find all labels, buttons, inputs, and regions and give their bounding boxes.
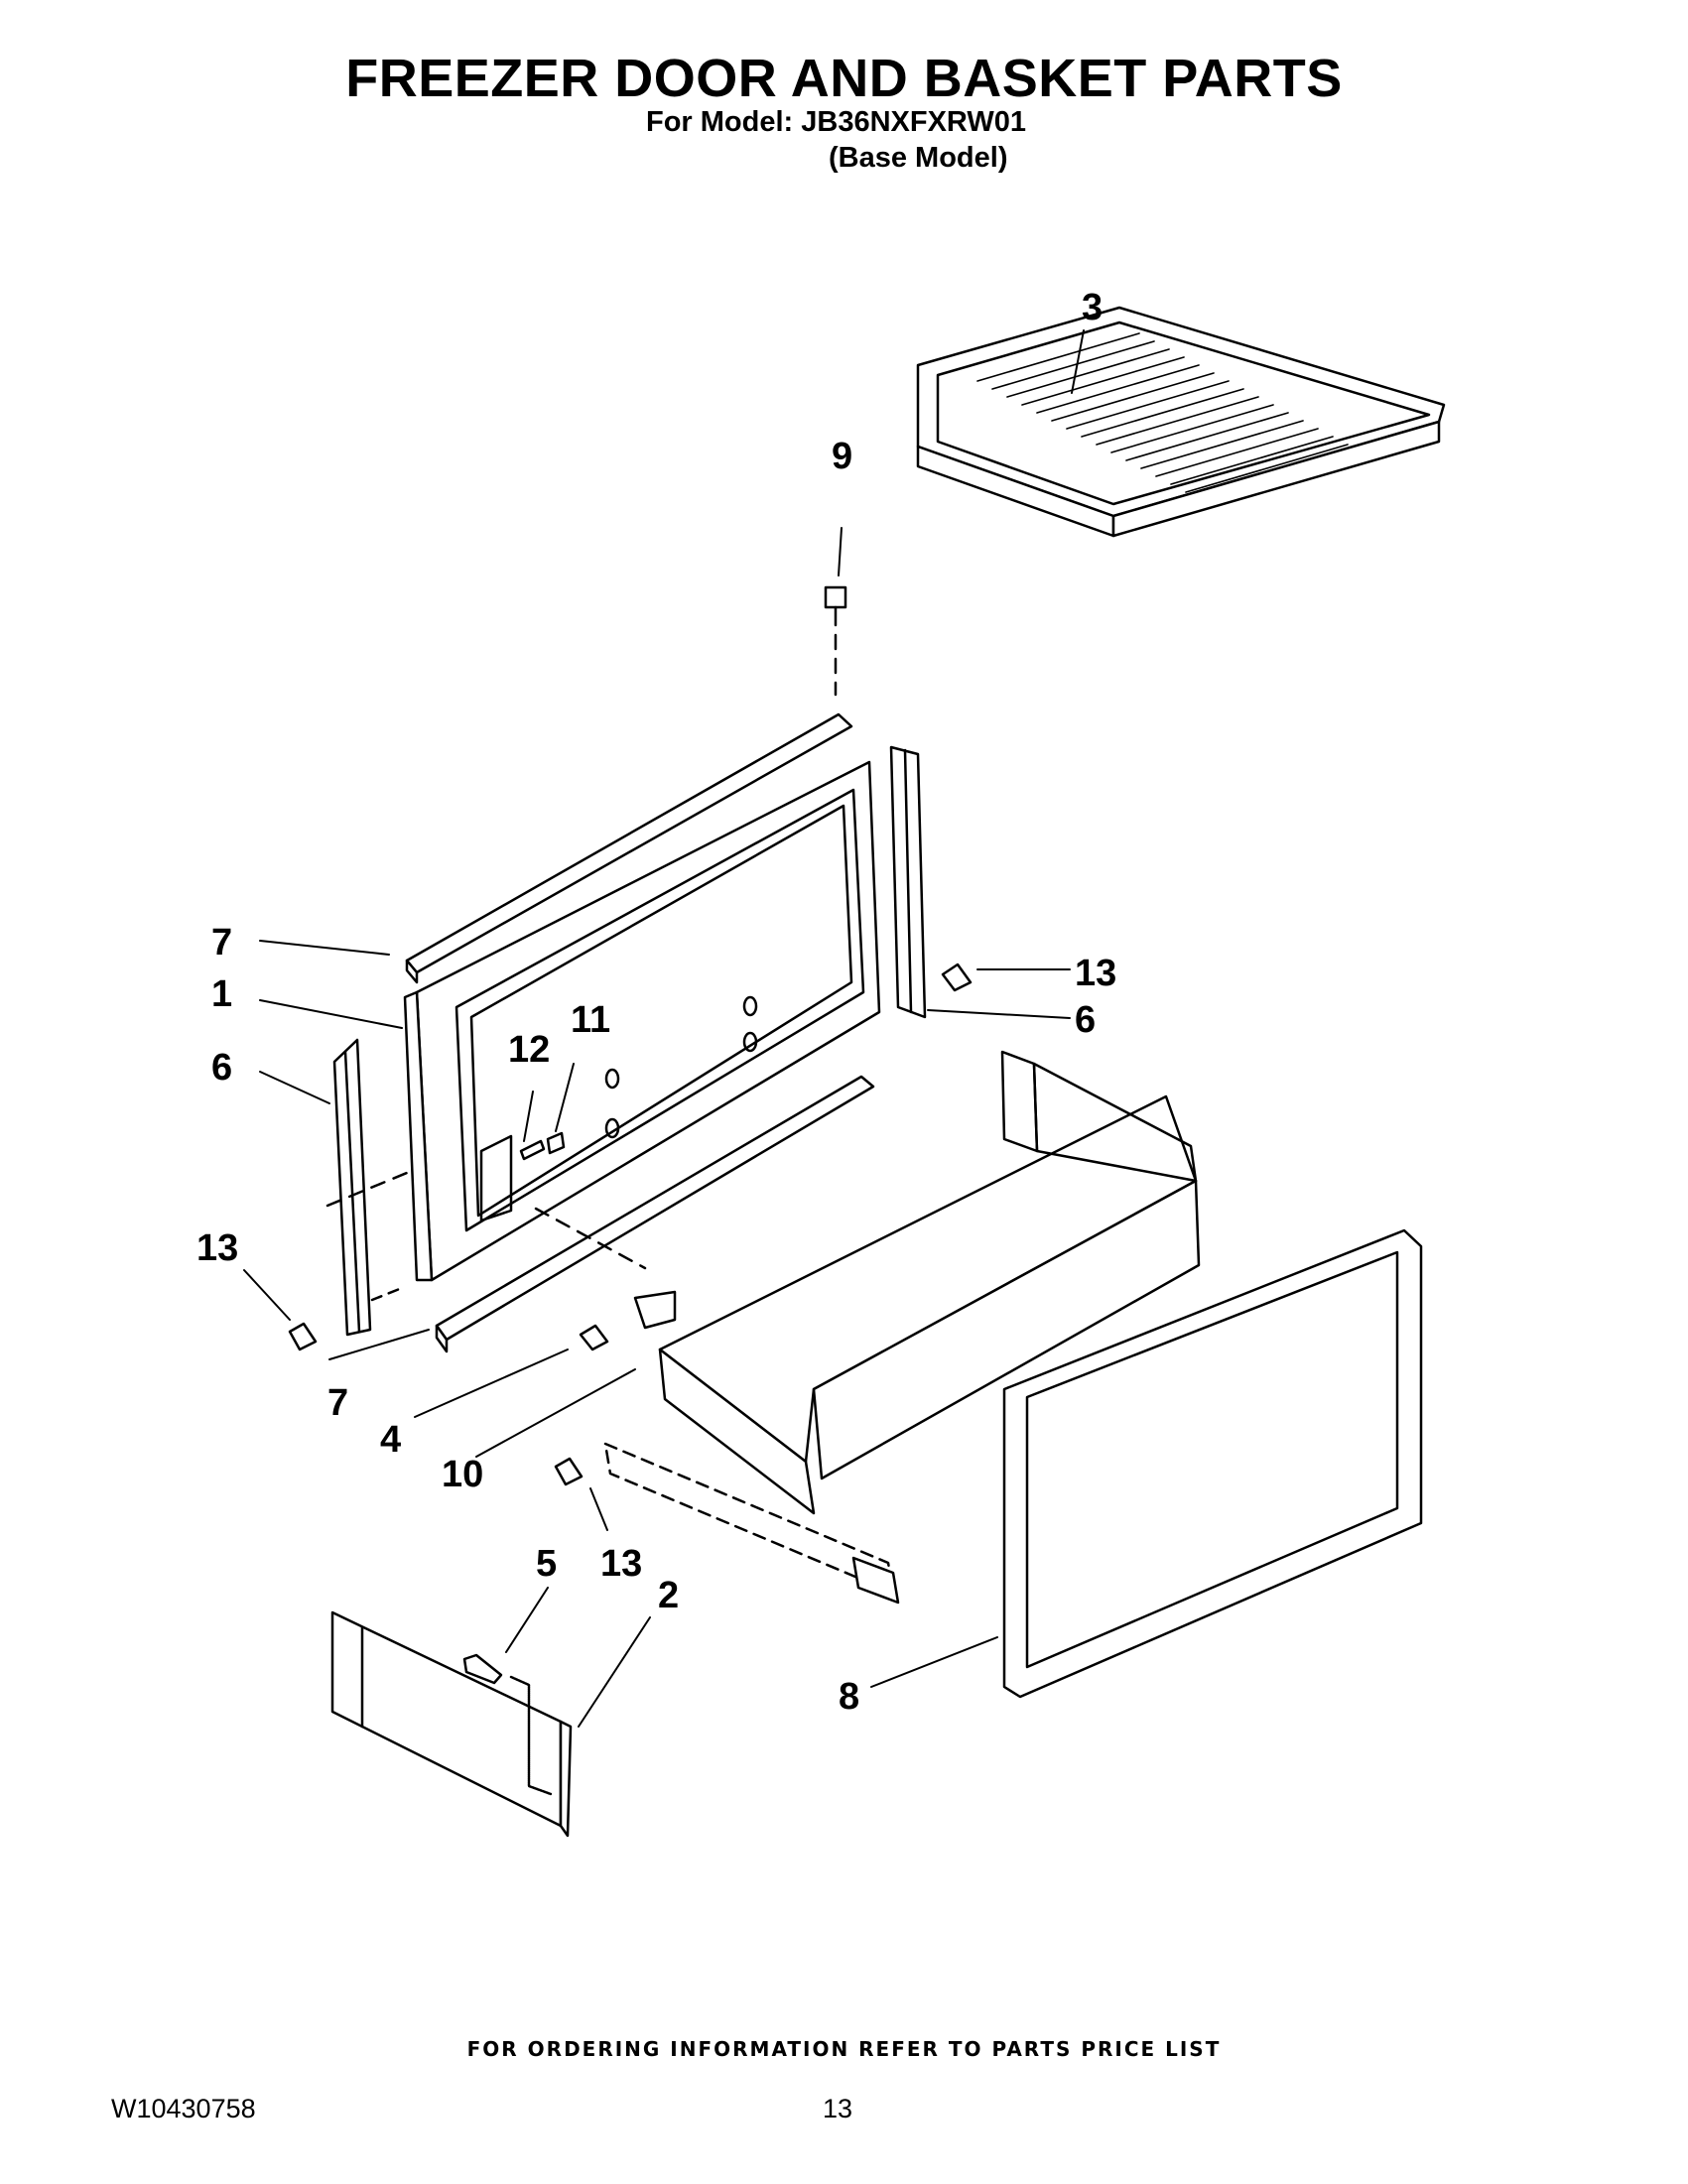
page-title: FREEZER DOOR AND BASKET PARTS	[345, 49, 1343, 108]
callout-7-top: 7	[211, 922, 232, 964]
callout-1: 1	[211, 973, 232, 1015]
door-trim-bottom	[435, 1075, 875, 1353]
screw-part-9	[824, 585, 847, 697]
callout-2: 2	[658, 1575, 679, 1616]
callout-10: 10	[442, 1454, 483, 1495]
model-line: For Model: JB36NXFXRW01	[646, 106, 1026, 138]
callout-13-left: 13	[196, 1227, 238, 1269]
screw-part-5	[462, 1653, 503, 1685]
slide-bracket	[603, 1442, 900, 1605]
callout-13-right: 13	[1075, 953, 1116, 994]
screw-part-13	[288, 963, 973, 1486]
side-rail-right	[889, 745, 927, 1019]
callout-13-bottom: 13	[600, 1543, 642, 1585]
front-panel-part	[330, 1610, 573, 1838]
callout-12: 12	[508, 1029, 550, 1071]
basket-part	[534, 1050, 1201, 1515]
callout-4: 4	[380, 1419, 401, 1461]
callout-7-bottom: 7	[327, 1382, 348, 1424]
callout-9: 9	[832, 436, 852, 477]
callout-8: 8	[839, 1676, 859, 1718]
hardware-11-12	[519, 1131, 566, 1161]
leader-lines	[243, 329, 1085, 1728]
callout-5: 5	[536, 1543, 557, 1585]
model-note: (Base Model)	[829, 142, 1008, 174]
page-number: 13	[823, 2094, 853, 2123]
door-trim-top	[405, 712, 853, 984]
ordering-note: FOR ORDERING INFORMATION REFER TO PARTS …	[466, 2037, 1222, 2061]
callout-11: 11	[571, 999, 610, 1041]
callout-6-right: 6	[1075, 999, 1096, 1041]
callout-6-left: 6	[211, 1047, 232, 1089]
side-rail-left	[325, 1038, 409, 1337]
document-number: W10430758	[111, 2094, 256, 2123]
shelf-grille-part	[916, 306, 1446, 538]
callout-3: 3	[1082, 287, 1103, 328]
door-gasket-part	[1002, 1228, 1423, 1699]
